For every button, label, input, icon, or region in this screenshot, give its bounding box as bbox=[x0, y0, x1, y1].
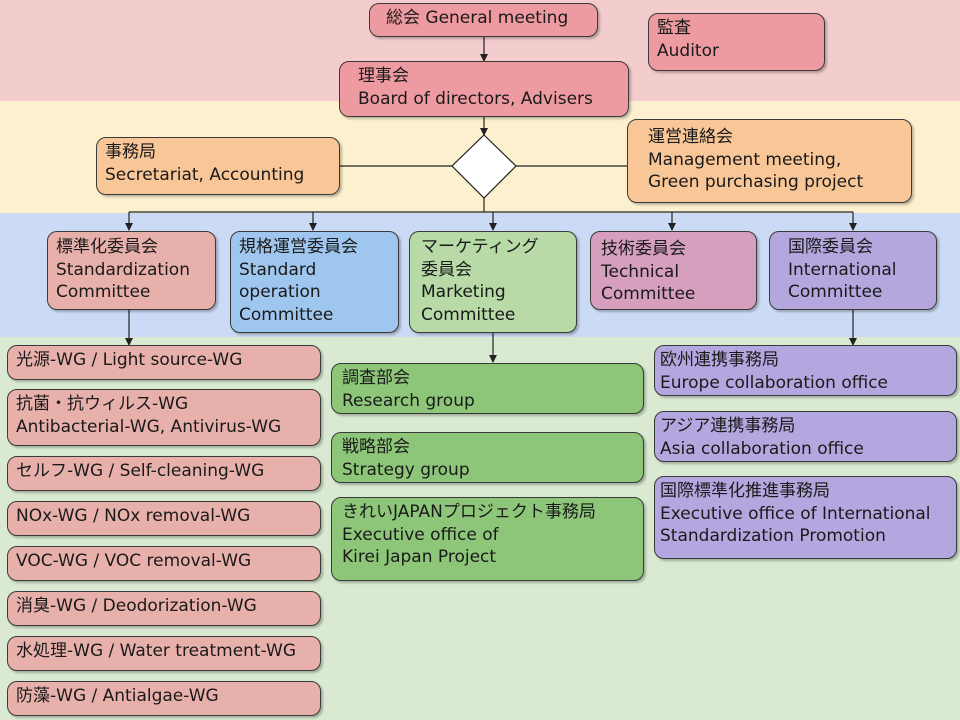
committee-label-ja: 標準化委員会 bbox=[56, 237, 158, 257]
committee-marketing: マーケティング 委員会 Marketing Committee bbox=[409, 231, 577, 333]
committee-label-en1: Standard bbox=[239, 259, 317, 280]
group-label-ja: 戦略部会 bbox=[342, 437, 410, 457]
committee-label-en2: Committee bbox=[421, 304, 516, 325]
office-label-en: Europe collaboration office bbox=[660, 372, 889, 393]
group-label-en1: Executive office of bbox=[342, 524, 499, 545]
office-label-en: Asia collaboration office bbox=[660, 438, 864, 459]
office-asia: アジア連携事務局 Asia collaboration office bbox=[654, 411, 957, 462]
wg-light-source: 光源-WG / Light source-WG bbox=[7, 345, 321, 380]
committee-label-ja: 技術委員会 bbox=[601, 239, 686, 259]
general-meeting-box: 総会 General meeting bbox=[369, 3, 598, 37]
committee-label-ja2: 委員会 bbox=[421, 259, 472, 280]
wg-water-treatment: 水処理-WG / Water treatment-WG bbox=[7, 636, 321, 671]
office-label-ja: 欧州連携事務局 bbox=[660, 350, 779, 370]
management-meeting-box: 運営連絡会 Management meeting, Green purchasi… bbox=[627, 119, 912, 203]
committee-label-en2: Committee bbox=[601, 284, 696, 304]
group-research: 調査部会 Research group bbox=[331, 363, 644, 414]
committee-label-ja: 国際委員会 bbox=[788, 237, 873, 257]
office-europe: 欧州連携事務局 Europe collaboration office bbox=[654, 345, 957, 396]
office-label-en1: Executive office of International bbox=[660, 503, 931, 524]
board-label-ja: 理事会 bbox=[358, 66, 409, 86]
office-international-standardization: 国際標準化推進事務局 Executive office of Internati… bbox=[654, 476, 957, 559]
secretariat-label-ja: 事務局 bbox=[105, 142, 156, 162]
wg-deodorization: 消臭-WG / Deodorization-WG bbox=[7, 591, 321, 626]
management-label-en1: Management meeting, bbox=[648, 149, 842, 170]
auditor-label-ja: 監査 bbox=[657, 18, 691, 38]
committee-label-ja1: マーケティング bbox=[421, 237, 539, 257]
group-strategy: 戦略部会 Strategy group bbox=[331, 432, 644, 483]
wg-self-cleaning: セルフ-WG / Self-cleaning-WG bbox=[7, 456, 321, 491]
wg-label: 光源-WG / Light source-WG bbox=[16, 350, 243, 370]
wg-label: 消臭-WG / Deodorization-WG bbox=[16, 596, 257, 616]
group-label-en: Strategy group bbox=[342, 459, 470, 480]
general-meeting-label: 総会 General meeting bbox=[386, 8, 569, 28]
auditor-label-en: Auditor bbox=[657, 40, 719, 61]
wg-label: VOC-WG / VOC removal-WG bbox=[16, 551, 252, 571]
wg-label: セルフ-WG / Self-cleaning-WG bbox=[16, 461, 265, 481]
group-kirei-japan-project: きれいJAPANプロジェクト事務局 Executive office of Ki… bbox=[331, 497, 644, 581]
wg-antibacterial-antivirus: 抗菌・抗ウィルス-WG Antibacterial-WG, Antivirus-… bbox=[7, 389, 321, 446]
wg-nox-removal: NOx-WG / NOx removal-WG bbox=[7, 501, 321, 536]
group-label-en2: Kirei Japan Project bbox=[342, 547, 497, 567]
auditor-box: 監査 Auditor bbox=[648, 13, 825, 71]
wg-voc-removal: VOC-WG / VOC removal-WG bbox=[7, 546, 321, 581]
committee-label-en1: International bbox=[788, 259, 897, 280]
wg-antialgae: 防藻-WG / Antialgae-WG bbox=[7, 681, 321, 716]
secretariat-box: 事務局 Secretariat, Accounting bbox=[96, 137, 340, 195]
office-label-ja: アジア連携事務局 bbox=[660, 416, 796, 436]
committee-label-en2: Committee bbox=[788, 282, 883, 302]
committee-label-en1: Marketing bbox=[421, 282, 506, 302]
management-label-en2: Green purchasing project bbox=[648, 172, 864, 192]
wg-label-en: Antibacterial-WG, Antivirus-WG bbox=[16, 416, 282, 437]
committee-technical: 技術委員会 Technical Committee bbox=[590, 231, 757, 310]
wg-label-ja: 抗菌・抗ウィルス-WG bbox=[16, 394, 189, 414]
board-label-en: Board of directors, Advisers bbox=[358, 88, 593, 109]
committee-standardization: 標準化委員会 Standardization Committee bbox=[47, 231, 216, 310]
group-label-ja: きれいJAPANプロジェクト事務局 bbox=[342, 502, 596, 522]
group-label-en: Research group bbox=[342, 390, 475, 411]
secretariat-label-en: Secretariat, Accounting bbox=[105, 164, 305, 185]
committee-standard-operation: 規格運営委員会 Standard operation Committee bbox=[230, 231, 399, 333]
committee-label-ja: 規格運営委員会 bbox=[239, 237, 358, 257]
office-label-en2: Standardization Promotion bbox=[660, 526, 886, 546]
committee-label-en3: Committee bbox=[239, 304, 334, 325]
wg-label: NOx-WG / NOx removal-WG bbox=[16, 506, 251, 526]
wg-label: 水処理-WG / Water treatment-WG bbox=[16, 641, 297, 661]
decision-diamond bbox=[451, 134, 517, 199]
committee-label-en1: Technical bbox=[601, 261, 680, 282]
committee-label-en1: Standardization bbox=[56, 259, 190, 280]
wg-label: 防藻-WG / Antialgae-WG bbox=[16, 686, 219, 706]
committee-label-en2: Committee bbox=[56, 282, 151, 302]
board-box: 理事会 Board of directors, Advisers bbox=[339, 61, 629, 117]
committee-international: 国際委員会 International Committee bbox=[769, 231, 937, 310]
management-label-ja: 運営連絡会 bbox=[648, 127, 733, 147]
group-label-ja: 調査部会 bbox=[342, 368, 410, 388]
office-label-ja: 国際標準化推進事務局 bbox=[660, 481, 830, 501]
committee-label-en2: operation bbox=[239, 282, 321, 302]
